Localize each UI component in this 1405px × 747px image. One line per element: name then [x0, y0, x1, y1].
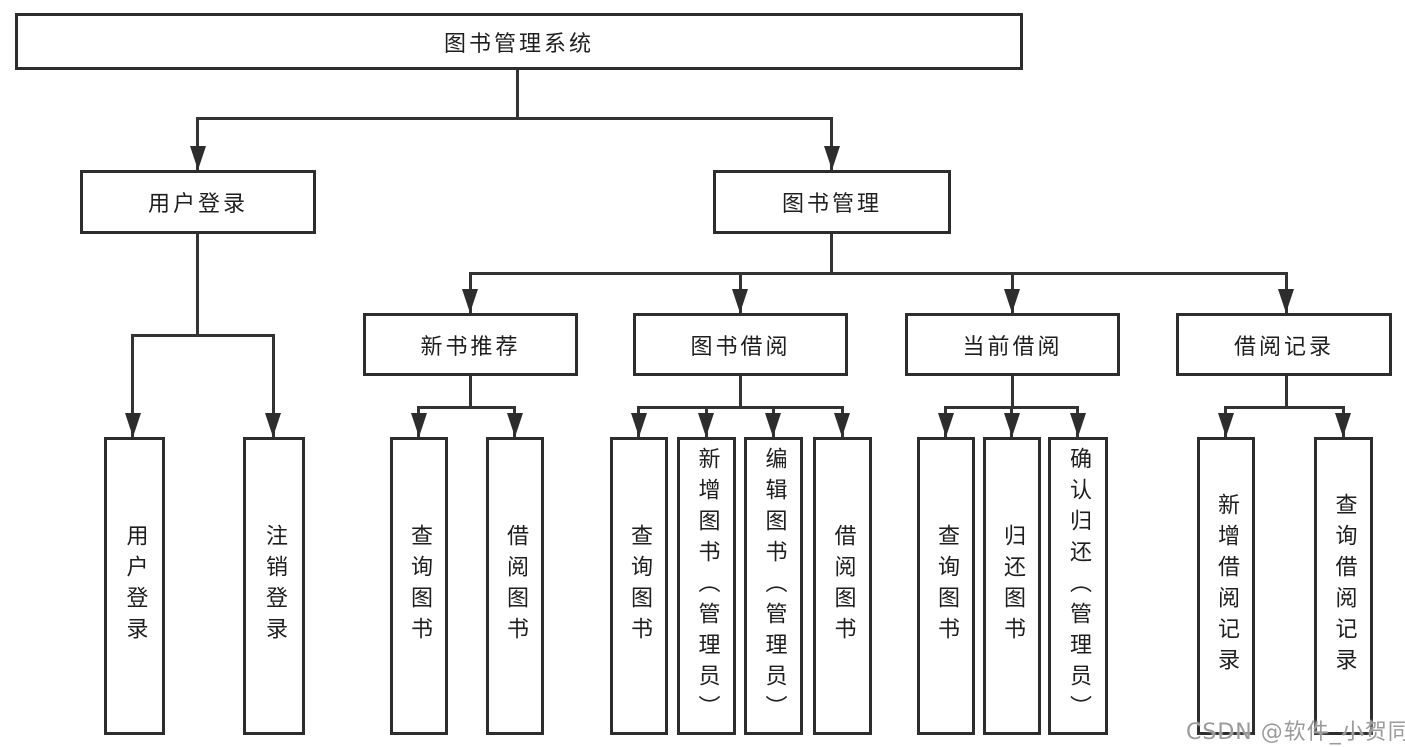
node-current-borrowing: 当前借阅 — [905, 313, 1120, 376]
leaf-logout: 注销登录 — [243, 437, 305, 735]
connector-line — [196, 117, 833, 120]
connector-line — [1285, 375, 1288, 408]
arrowhead-icon — [1070, 413, 1086, 437]
arrowhead-icon — [1218, 413, 1234, 437]
arrowhead-icon — [834, 413, 850, 437]
leaf-query-books-borrow: 查询图书 — [610, 437, 668, 735]
arrowhead-icon — [411, 413, 427, 437]
node-borrowing-records: 借阅记录 — [1176, 313, 1392, 376]
connector-line — [469, 375, 472, 408]
connector-line — [637, 406, 844, 409]
leaf-add-borrow-record: 新增借阅记录 — [1197, 437, 1255, 735]
arrowhead-icon — [190, 146, 206, 170]
leaf-query-books-recommend: 查询图书 — [390, 437, 448, 735]
arrowhead-icon — [938, 413, 954, 437]
leaf-confirm-return-admin: 确认归还（管理员） — [1048, 437, 1108, 735]
arrowhead-icon — [1278, 289, 1294, 313]
leaf-edit-books-admin: 编辑图书（管理员） — [744, 437, 803, 735]
arrowhead-icon — [824, 146, 840, 170]
connector-line — [1011, 375, 1014, 408]
leaf-borrow-books: 借阅图书 — [813, 437, 872, 735]
connector-line — [516, 69, 519, 119]
leaf-add-books-admin: 新增图书（管理员） — [677, 437, 736, 735]
arrowhead-icon — [1004, 413, 1020, 437]
node-root: 图书管理系统 — [15, 13, 1023, 70]
connector-line — [1224, 406, 1345, 409]
node-book-management: 图书管理 — [713, 170, 951, 234]
arrowhead-icon — [265, 413, 281, 437]
arrowhead-icon — [631, 413, 647, 437]
connector-line — [196, 233, 199, 336]
node-new-book-recommendation: 新书推荐 — [363, 313, 578, 376]
connector-line — [469, 272, 1288, 275]
leaf-query-books-current: 查询图书 — [917, 437, 975, 735]
connector-line — [739, 375, 742, 408]
arrowhead-icon — [462, 289, 478, 313]
arrowhead-icon — [507, 413, 523, 437]
csdn-watermark: CSDN @软件_小贺同学 — [1186, 720, 1405, 745]
arrowhead-icon — [1335, 413, 1351, 437]
node-book-borrowing: 图书借阅 — [633, 313, 848, 376]
connector-line — [417, 406, 516, 409]
leaf-return-books: 归还图书 — [983, 437, 1041, 735]
connector-line — [196, 117, 199, 170]
connector-line — [272, 334, 275, 437]
connector-line — [830, 117, 833, 170]
node-user-login: 用户登录 — [80, 170, 316, 234]
leaf-query-borrow-record: 查询借阅记录 — [1314, 437, 1373, 735]
leaf-borrow-books-recommend: 借阅图书 — [486, 437, 544, 735]
arrowhead-icon — [1004, 289, 1020, 313]
arrowhead-icon — [125, 413, 141, 437]
connector-line — [830, 233, 833, 274]
connector-line — [131, 334, 134, 437]
arrowhead-icon — [732, 289, 748, 313]
connector-line — [131, 334, 275, 337]
arrowhead-icon — [765, 413, 781, 437]
leaf-user-login: 用户登录 — [104, 437, 165, 735]
arrowhead-icon — [698, 413, 714, 437]
